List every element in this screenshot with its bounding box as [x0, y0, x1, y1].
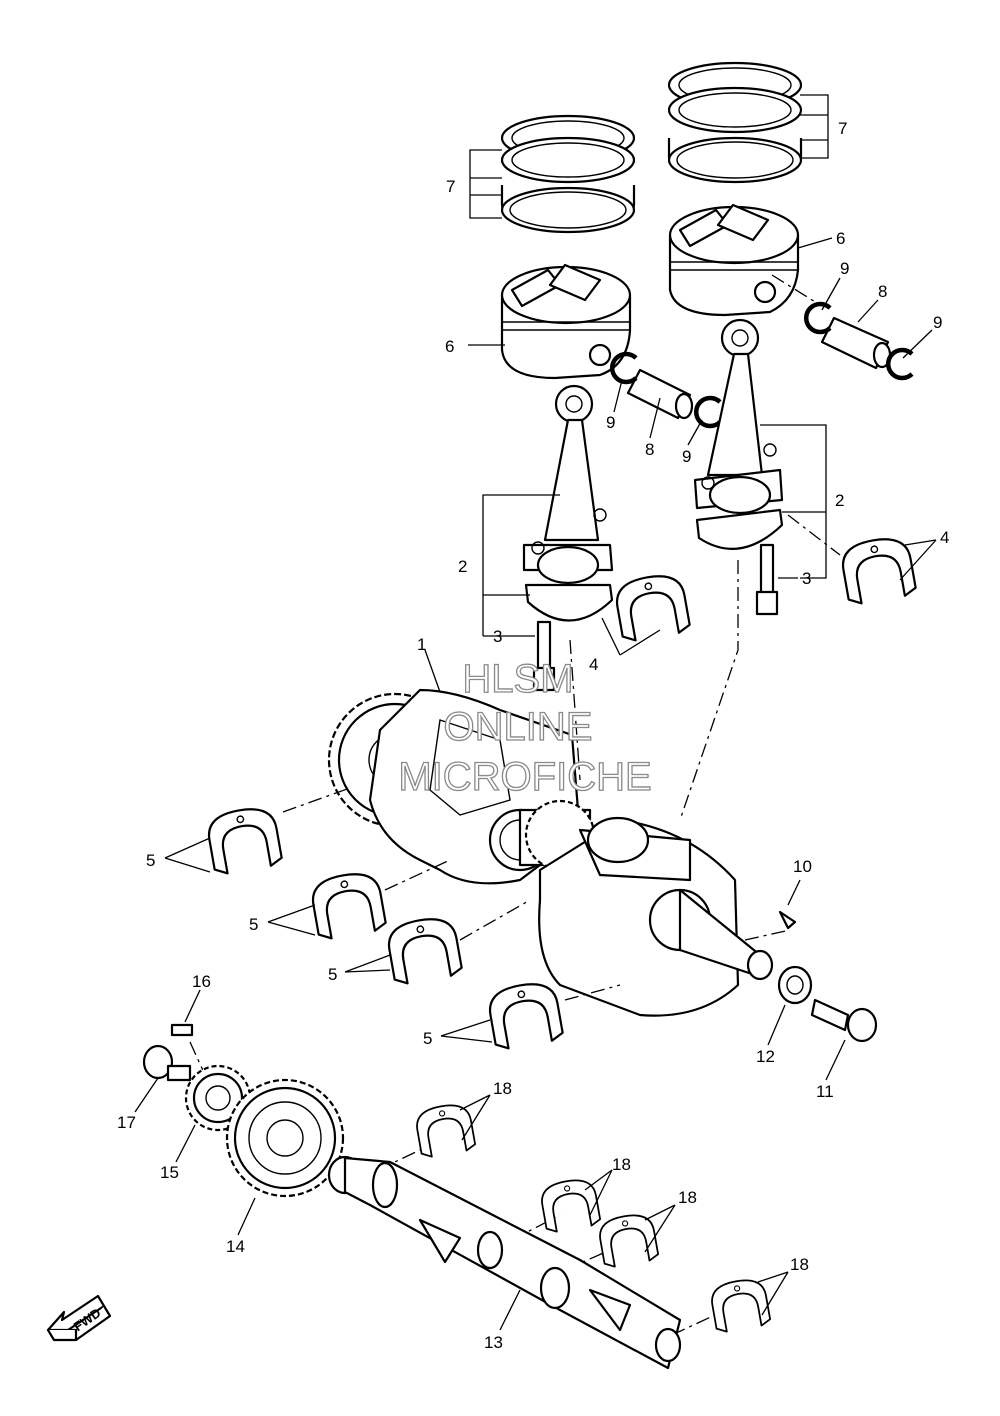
callout-2-right: 2 [835, 491, 844, 510]
balancer-shaft [327, 1155, 682, 1370]
callout-10: 10 [793, 857, 812, 876]
balancer-bearing [708, 1275, 772, 1335]
connecting-rod-right [693, 318, 784, 550]
callout-9-d: 9 [933, 313, 942, 332]
balancer-bearing [413, 1100, 477, 1160]
callout-17: 17 [117, 1113, 136, 1132]
callout-14: 14 [226, 1237, 245, 1256]
piston-left [500, 263, 632, 380]
main-bearing [485, 978, 565, 1052]
callout-18-b: 18 [612, 1155, 631, 1174]
callout-6-left: 6 [445, 337, 454, 356]
callout-4-right: 4 [940, 528, 949, 547]
crankshaft [327, 688, 774, 1017]
callout-3-left: 3 [493, 627, 502, 646]
main-bearing [308, 868, 388, 942]
callout-18-d: 18 [790, 1255, 809, 1274]
callout-2-left: 2 [458, 557, 467, 576]
watermark-line-2: ONLINE [444, 705, 593, 749]
piston-pin-clip [806, 304, 830, 332]
piston-right [668, 203, 800, 317]
piston-pin-clip [696, 398, 720, 426]
watermark-line-3: MICROFICHE [398, 755, 651, 799]
callout-18-a: 18 [493, 1079, 512, 1098]
callout-9-c: 9 [840, 259, 849, 278]
woodruff-key [778, 910, 797, 930]
callout-5-a: 5 [146, 851, 155, 870]
rod-bolt-right [755, 543, 779, 616]
piston-rings-left [500, 114, 636, 234]
piston-pin-clip [612, 354, 636, 382]
callout-15: 15 [160, 1163, 179, 1182]
callout-16: 16 [192, 972, 211, 991]
callout-9-b: 9 [682, 447, 691, 466]
piston-pin-right [820, 316, 892, 370]
balancer-bearing [596, 1210, 660, 1270]
callout-18-c: 18 [678, 1188, 697, 1207]
callout-5-c: 5 [328, 965, 337, 984]
flange-bolt-small [142, 1044, 192, 1082]
dowel-pin [170, 1023, 194, 1037]
callout-8-right: 8 [878, 282, 887, 301]
piston-pin-clip [888, 350, 912, 378]
callout-11: 11 [816, 1082, 834, 1101]
callout-9-a: 9 [606, 413, 615, 432]
main-bearing [204, 803, 284, 877]
rod-bolt-left [532, 620, 556, 692]
main-bearing [384, 913, 464, 987]
connecting-rod-left [522, 384, 614, 622]
callout-3-right: 3 [802, 569, 811, 588]
callout-4-left: 4 [589, 655, 598, 674]
piston-pin-left [626, 368, 694, 420]
watermark-line-1: HLSM [462, 657, 573, 701]
gear-large [225, 1078, 345, 1198]
callout-7-left: 7 [446, 177, 455, 196]
piston-rings-right [667, 61, 803, 184]
callout-6-right: 6 [836, 229, 845, 248]
forward-direction-arrow: FWD [46, 1294, 112, 1342]
leader-lines [134, 94, 937, 1331]
callout-7-right: 7 [838, 119, 847, 138]
callout-12: 12 [756, 1047, 775, 1066]
rod-bearing-left [612, 570, 692, 644]
callout-5-d: 5 [423, 1029, 432, 1048]
callout-8-left: 8 [645, 440, 654, 459]
callout-5-b: 5 [249, 915, 258, 934]
washer [777, 965, 813, 1005]
crank-bolt [810, 998, 878, 1043]
callout-1: 1 [417, 635, 426, 654]
callout-13: 13 [484, 1333, 503, 1352]
